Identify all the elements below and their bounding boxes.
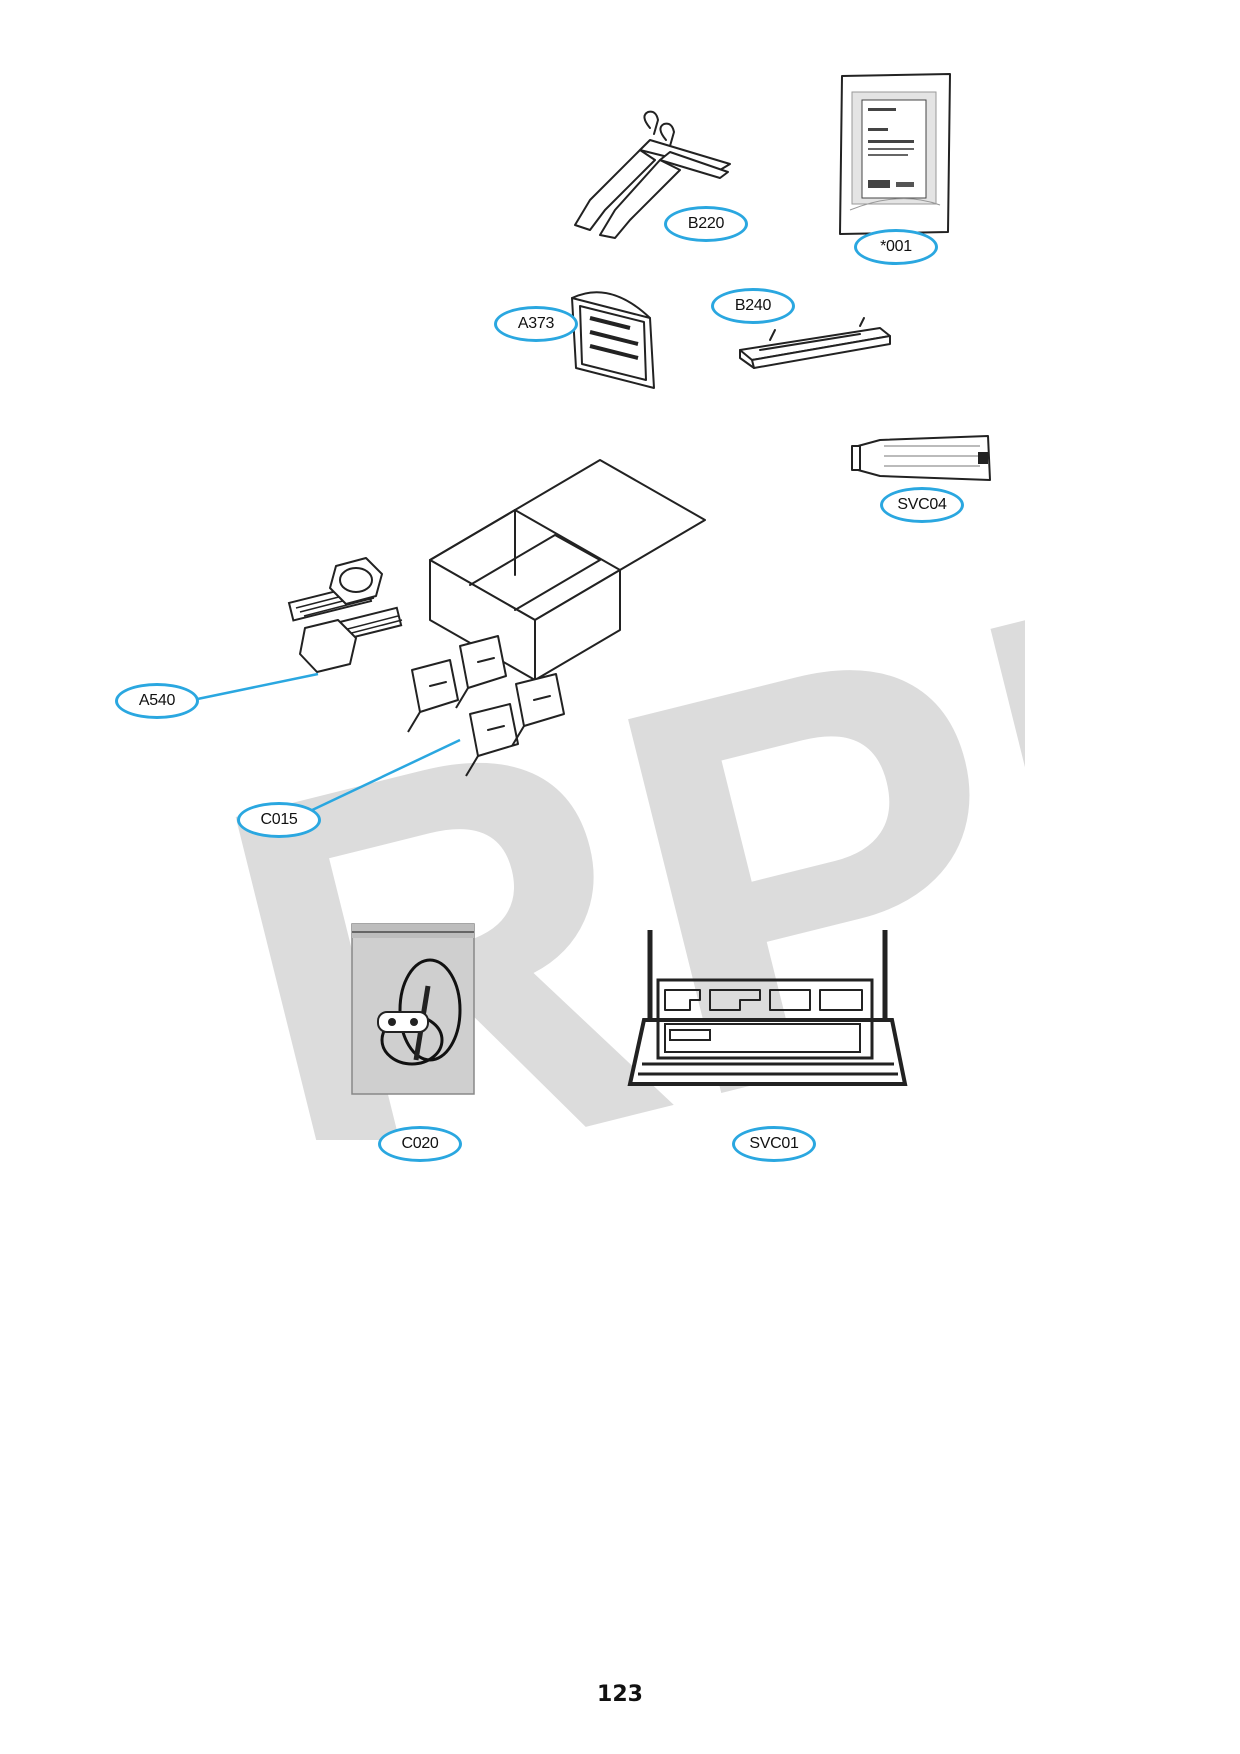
callout-svc01: SVC01 [732,1126,816,1162]
callout-a373: A373 [494,306,578,342]
frame-illustration [627,930,908,1086]
callout-a540-label: A540 [138,692,176,709]
callout-b240-label: B240 [734,297,772,314]
callout-svc04: SVC04 [880,487,964,523]
hardware-bag-illustration [351,923,475,1095]
callout-c020-label: C020 [401,1135,439,1152]
storage-box-illustration [429,459,706,681]
callout-a540: A540 [115,683,199,719]
hanger-illustration [574,110,731,239]
callout-a373-label: A373 [517,315,555,332]
shelf-illustration [739,317,891,369]
leveling-feet-illustration [287,557,403,673]
callout-svc04-label: SVC04 [897,496,947,513]
c015-leader-line [307,738,461,814]
filter-illustration [571,291,655,389]
a540-leader-line [182,672,319,704]
callout-b220-label: B220 [687,215,725,232]
page-number: 123 [597,1682,643,1707]
callout-svc01-label: SVC01 [749,1135,799,1152]
callout-b240: B240 [711,288,795,324]
grease-tube-illustration [851,435,991,481]
callout-b220: B220 [664,206,748,242]
callout-manual-label: *001 [880,238,912,255]
manual-bag-illustration [839,73,951,235]
callout-c015-label: C015 [260,811,298,828]
callout-manual: *001 [854,229,938,265]
caps-illustration [407,635,565,777]
callout-c015: C015 [237,802,321,838]
callout-c020: C020 [378,1126,462,1162]
